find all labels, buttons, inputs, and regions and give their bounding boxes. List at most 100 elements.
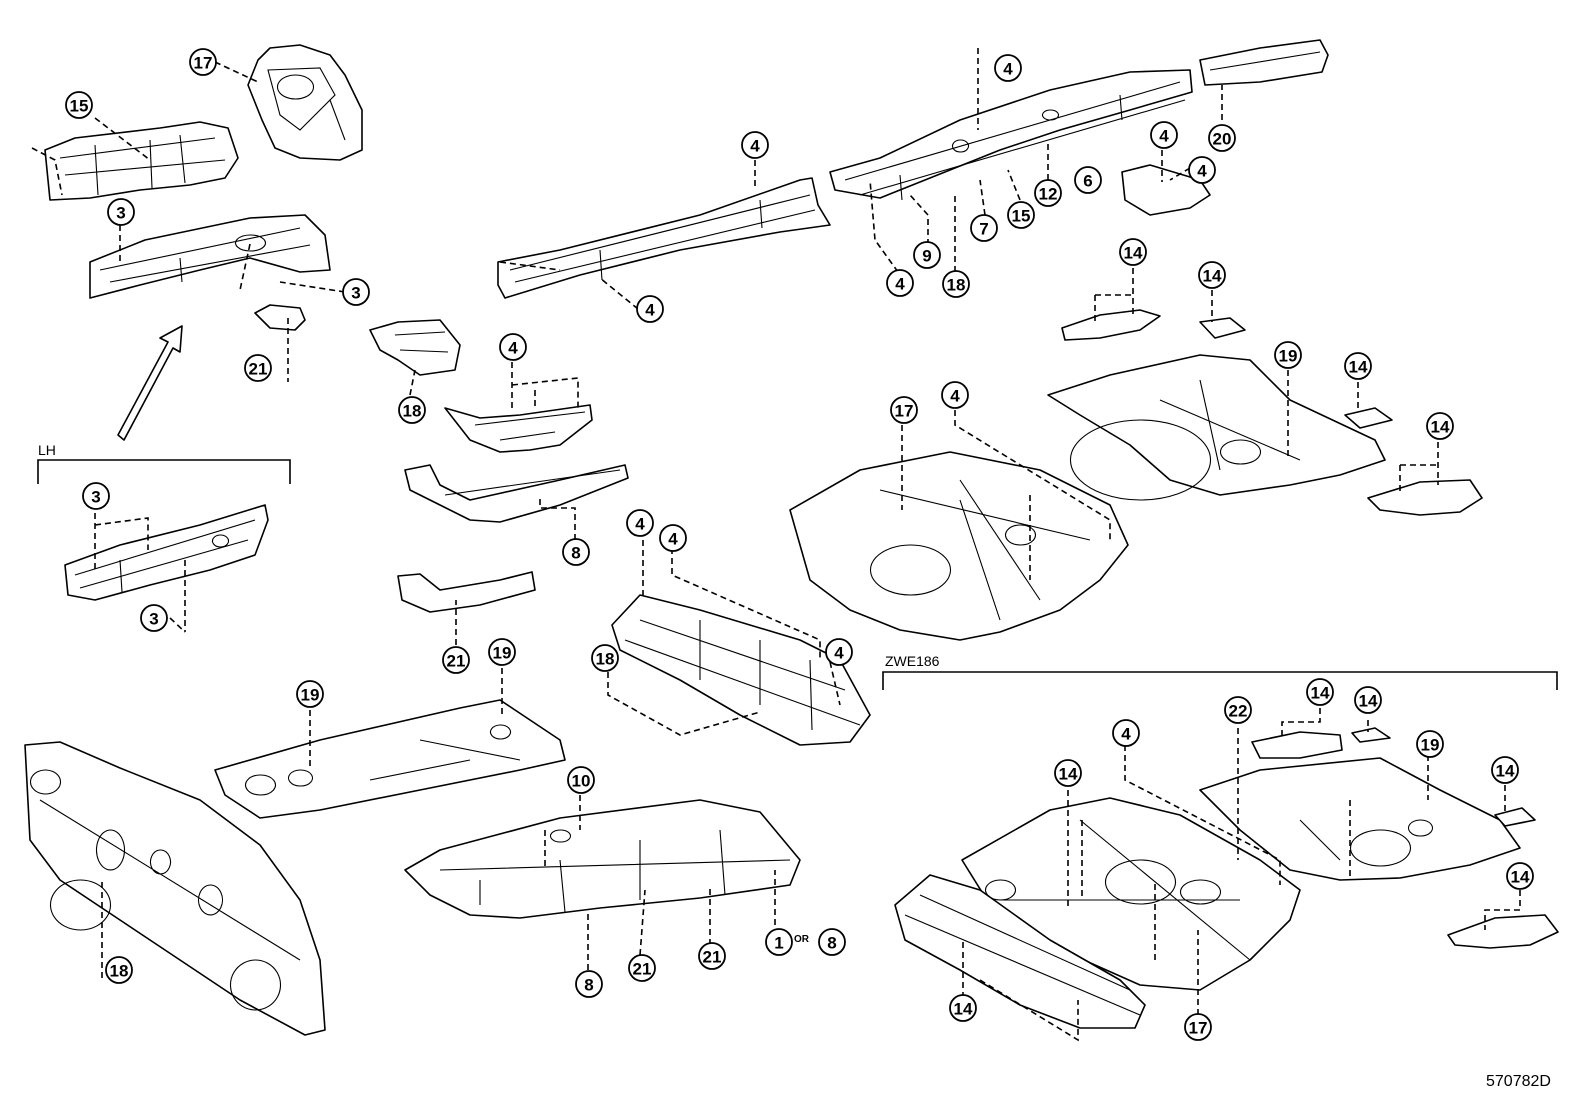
callout-19: 19 [1274, 341, 1302, 369]
callout-15: 15 [65, 91, 93, 119]
callout-22: 22 [1224, 696, 1252, 724]
callout-number: 14 [1431, 418, 1450, 437]
callout-circle [1150, 121, 1178, 149]
label-or: OR [794, 934, 810, 945]
callout-4: 4 [825, 638, 853, 666]
callout-14: 14 [1306, 678, 1334, 706]
callout-number: 14 [1511, 868, 1530, 887]
callout-number: 10 [572, 772, 591, 791]
callout-number: 21 [249, 360, 268, 379]
callout-circle [1184, 1013, 1212, 1041]
callout-19: 19 [1416, 730, 1444, 758]
callout-number: 19 [301, 686, 320, 705]
callout-14: 14 [949, 994, 977, 1022]
callout-number: 4 [645, 301, 655, 320]
part-patch-14a [1061, 309, 1161, 341]
callout-circle [488, 638, 516, 666]
callout-number: 14 [1311, 684, 1330, 703]
callout-circle [567, 766, 595, 794]
callout-circle [1224, 696, 1252, 724]
callout-8: 8 [562, 538, 590, 566]
callout-number: 3 [149, 610, 158, 629]
callout-circle [1344, 352, 1372, 380]
callout-circle [628, 954, 656, 982]
callout-circle [1354, 686, 1382, 714]
part-floor-crossmember-4 [611, 594, 871, 746]
callout-circle [1188, 156, 1216, 184]
part-center-long-member [497, 177, 831, 299]
callout-18: 18 [398, 396, 426, 424]
callout-circle [886, 269, 914, 297]
callout-4: 4 [886, 269, 914, 297]
part-patch-14f [1351, 727, 1391, 743]
leader-lines [31, 48, 1521, 1042]
callout-number: 4 [635, 515, 645, 534]
callout-circle [1426, 412, 1454, 440]
callout-number: 18 [110, 962, 129, 981]
part-bracket-rear-4 [1121, 164, 1211, 216]
callout-number: 21 [447, 652, 466, 671]
callout-number: 21 [703, 948, 722, 967]
callout-circle [342, 278, 370, 306]
callout-18: 18 [942, 270, 970, 298]
label-zwe186: ZWE186 [885, 653, 940, 669]
part-patch-14b [1199, 317, 1246, 339]
callout-17: 17 [189, 48, 217, 76]
part-rocker-member-8 [404, 464, 629, 523]
callout-circle [942, 270, 970, 298]
callout-3: 3 [342, 278, 370, 306]
callout-circle [1208, 124, 1236, 152]
callout-21: 21 [698, 942, 726, 970]
callout-12: 12 [1034, 179, 1062, 207]
callout-17: 17 [1184, 1013, 1212, 1041]
callout-number: 7 [979, 220, 988, 239]
callout-number: 4 [1159, 127, 1169, 146]
callout-3: 3 [82, 482, 110, 510]
callout-number: 19 [493, 644, 512, 663]
part-front-rail-upper [44, 121, 239, 201]
callout-number: 8 [827, 934, 836, 953]
part-patch-14e [1251, 731, 1343, 759]
callout-circle [698, 942, 726, 970]
part-rear-side-member [829, 69, 1193, 201]
callout-number: 19 [1279, 347, 1298, 366]
callout-3: 3 [140, 604, 168, 632]
callout-circle [741, 131, 769, 159]
callout-4: 4 [1112, 719, 1140, 747]
callouts: 1715332133441848214444461215791820141419… [65, 48, 1534, 1041]
callout-20: 20 [1208, 124, 1236, 152]
callout-circle [941, 381, 969, 409]
callout-number: 19 [1421, 736, 1440, 755]
callout-3: 3 [107, 198, 135, 226]
callout-19: 19 [488, 638, 516, 666]
callout-circle [1416, 730, 1444, 758]
callout-6: 6 [1074, 166, 1102, 194]
direction-arrow [117, 325, 183, 441]
callout-21: 21 [442, 646, 470, 674]
callout-circle [970, 214, 998, 242]
callout-circle [398, 396, 426, 424]
callout-14: 14 [1354, 686, 1382, 714]
callout-14: 14 [1119, 238, 1147, 266]
callout-21: 21 [628, 954, 656, 982]
callout-number: 4 [668, 530, 678, 549]
part-center-floor-pan [789, 451, 1129, 641]
callout-4: 4 [941, 381, 969, 409]
callout-21: 21 [244, 354, 272, 382]
part-patch-14g [1494, 807, 1536, 827]
callout-number: 4 [834, 644, 844, 663]
callout-number: 20 [1213, 130, 1232, 149]
callout-15: 15 [1007, 201, 1035, 229]
callout-4: 4 [636, 295, 664, 323]
callout-number: 8 [571, 544, 580, 563]
callout-8: 8 [818, 928, 846, 956]
callout-circle [1306, 678, 1334, 706]
part-bracket-21 [397, 571, 536, 613]
callout-circle [105, 956, 133, 984]
callout-7: 7 [970, 214, 998, 242]
callout-number: 18 [596, 650, 615, 669]
callout-circle [1007, 201, 1035, 229]
callout-number: 3 [91, 488, 100, 507]
